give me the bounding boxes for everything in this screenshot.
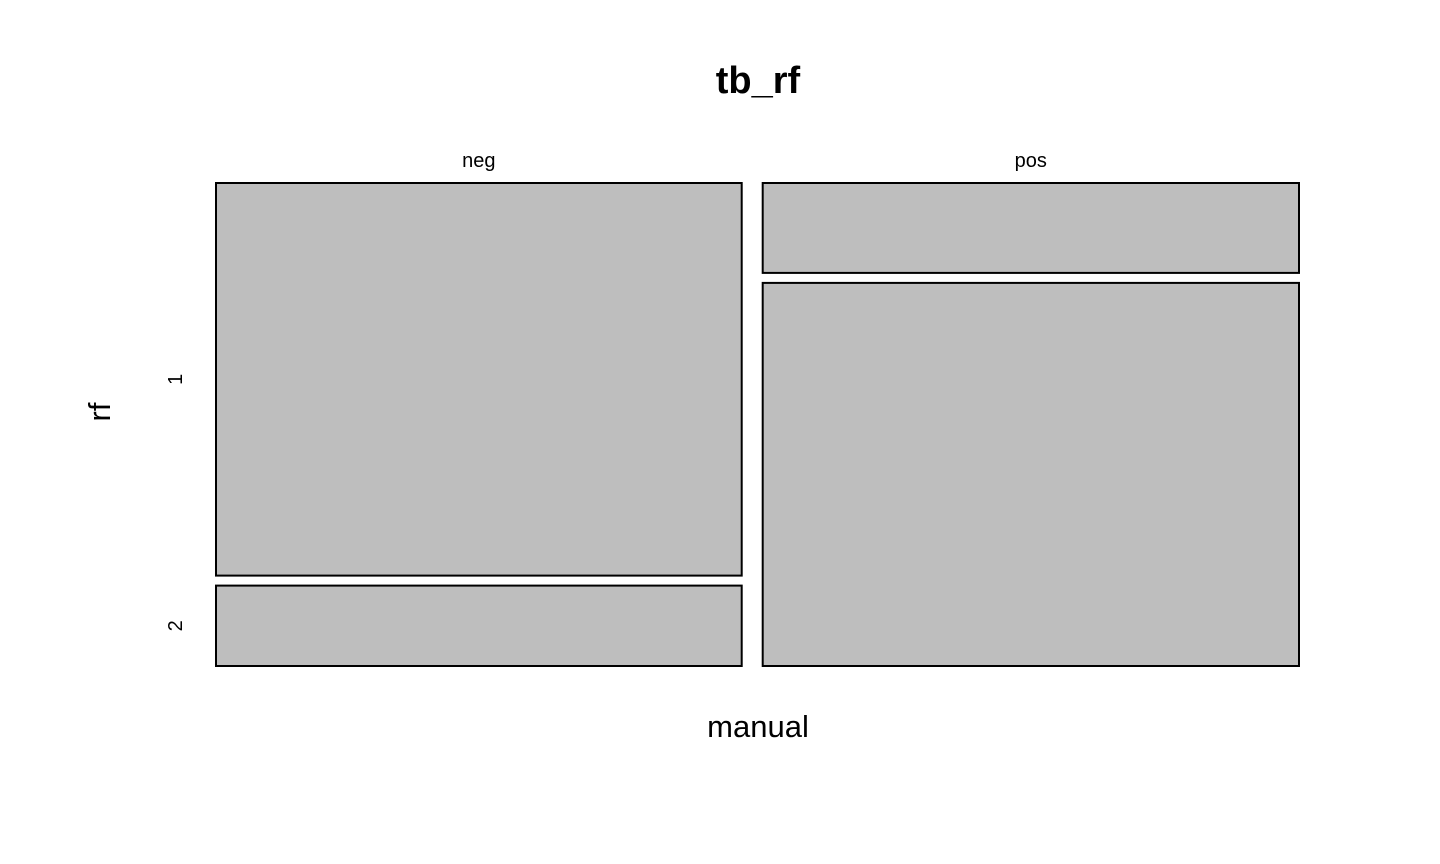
- x-tick-label-pos: pos: [1015, 150, 1047, 172]
- tile-pos-1: [761, 182, 1300, 274]
- y-tick-label-2: 2: [165, 620, 187, 631]
- tile-neg-2: [215, 584, 743, 667]
- y-tick-label-1: 1: [165, 374, 187, 385]
- x-tick-label-neg: neg: [462, 150, 495, 172]
- x-axis-label: manual: [707, 709, 809, 744]
- tile-pos-2: [761, 281, 1300, 667]
- chart-title: tb_rf: [716, 60, 801, 102]
- tile-neg-1: [215, 182, 743, 577]
- x-tick-labels: neg pos: [462, 150, 1047, 172]
- mosaic-tiles: [215, 182, 1300, 667]
- y-tick-labels: 12: [165, 374, 187, 632]
- y-axis-label: rf: [82, 402, 117, 421]
